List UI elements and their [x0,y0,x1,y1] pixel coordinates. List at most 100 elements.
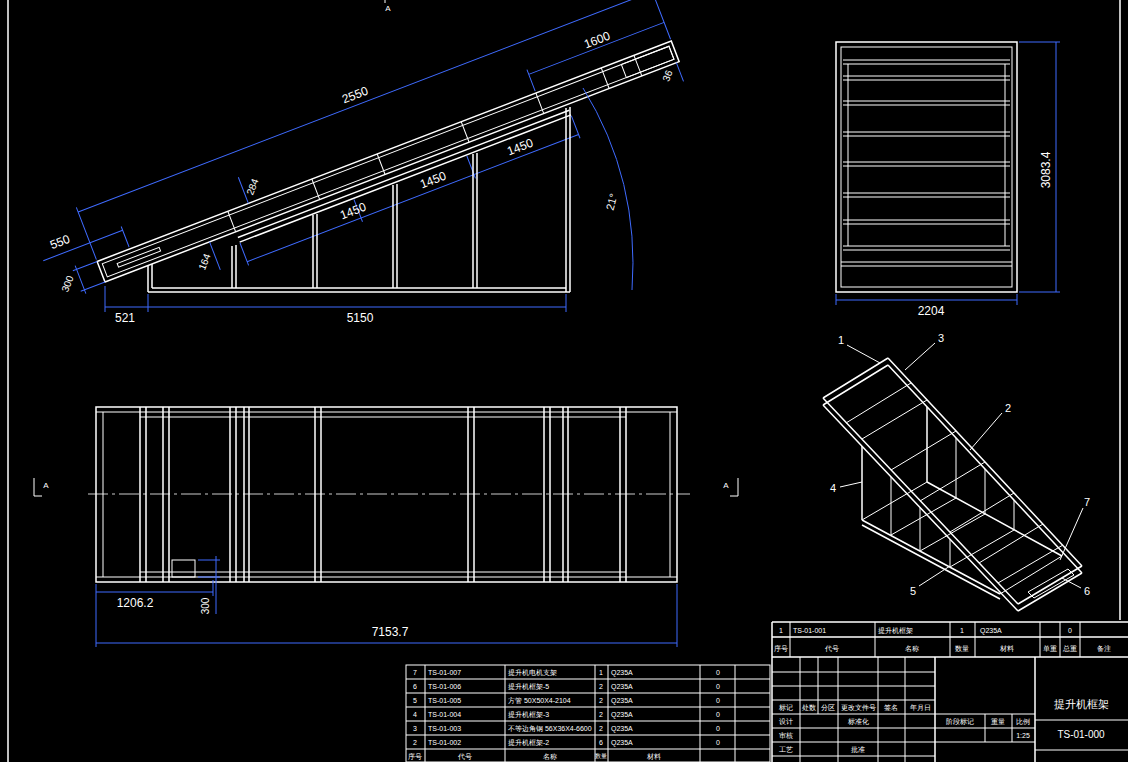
table-cell: 名称 [543,753,557,760]
callout-number: 6 [1084,586,1090,597]
table-cell: 审核 [779,732,793,739]
table-cell: Q235A [980,627,1002,634]
dimension-text: 5150 [347,312,374,324]
table-cell: TS-01-001 [793,627,826,634]
parts-list-table [406,665,770,762]
table-cell: 提升机框架-2 [508,739,549,746]
callout-number: 5 [910,586,916,597]
dimension-text: 164 [197,252,212,271]
table-cell: 材料 [1000,645,1014,652]
callout-number: 1 [838,335,844,346]
table-cell: 数量 [595,753,607,759]
side-view-beam [30,0,692,334]
dimension-text: 7153.7 [372,626,409,638]
table-cell: TS-01-007 [428,669,461,676]
table-cell: 0 [716,697,720,704]
section-mark: A [723,482,728,490]
callout-leaders [840,343,1083,588]
table-cell: 提升机框架 [1054,699,1109,710]
dimension-text: 284 [245,177,260,196]
table-cell: 0 [716,725,720,732]
table-cell: 设计 [779,718,793,725]
title-block [772,622,1128,762]
table-cell: 2 [599,725,603,732]
table-cell: 2 [413,739,417,746]
table-cell: 5 [413,697,417,704]
table-cell: 更改文件号 [841,704,876,711]
table-cell: 1:25 [1016,732,1030,739]
table-cell: 不等边角钢 56X36X4-6600 [508,725,592,732]
table-cell: 7 [413,669,417,676]
table-cell: 提升机框架-5 [508,683,549,690]
table-cell: 0 [716,711,720,718]
side-view-support [148,107,570,292]
dimension-text: 1450 [338,201,367,222]
table-cell: 1 [960,627,964,634]
dimension-text: 21° [605,193,620,212]
table-cell: 批准 [851,746,865,753]
section-mark: A [43,482,48,490]
dimension-text: 2550 [340,85,369,106]
table-cell: 分区 [821,704,835,711]
table-cell: Q235A [611,711,633,718]
table-cell: 年月日 [910,704,931,711]
table-cell: 代号 [825,645,839,652]
table-cell: Q235A [611,669,633,676]
table-cell: 代号 [458,753,472,760]
isometric-view [823,358,1082,611]
table-cell: 名称 [905,645,919,652]
table-cell: Q235A [611,683,633,690]
callout-number: 4 [830,483,836,494]
dimension-lines [30,0,692,334]
table-cell: 提升机框架 [878,627,913,634]
plan-view-dimensions [96,556,677,647]
dimension-text: 1450 [505,137,534,158]
dimension-text: 300 [201,598,211,615]
table-cell: 签名 [884,704,898,711]
table-cell: 0 [716,669,720,676]
table-cell: 单重 [1043,645,1057,652]
callout-number: 3 [938,333,944,344]
table-cell: TS-01-003 [428,725,461,732]
table-cell: 阶段标记 [946,718,974,725]
table-cell: 3 [413,725,417,732]
table-cell: 标记 [779,704,793,711]
table-cell: TS-01-000 [1057,730,1104,740]
plan-view [34,0,738,582]
table-cell: 2 [599,711,603,718]
table-cell: Q235A [611,725,633,732]
side-view-dimensions [105,88,633,312]
table-cell: 1 [599,669,603,676]
front-view-dimensions [836,42,1060,305]
table-cell: 标准化 [848,718,869,725]
table-cell: Q235A [611,697,633,704]
front-view [836,42,1017,292]
table-cell: TS-01-005 [428,697,461,704]
table-cell: 4 [413,711,417,718]
table-cell: Q235A [611,739,633,746]
section-mark: A [385,5,390,13]
table-cell: 6 [599,739,603,746]
table-cell: 6 [413,683,417,690]
table-cell: 工艺 [779,746,793,753]
callout-number: 2 [1005,403,1011,414]
table-cell: 数量 [955,645,969,652]
table-cell: 方管 50X50X4-2104 [508,697,571,704]
sheet-border [8,0,1120,762]
table-cell: 1 [779,627,783,634]
dimension-text: 3083.4 [1040,152,1052,189]
dimension-text: 1206.2 [117,597,154,609]
table-cell: TS-01-006 [428,683,461,690]
table-cell: TS-01-004 [428,711,461,718]
dimension-text: 36 [661,69,674,83]
table-cell: 提升机框架-3 [508,711,549,718]
table-cell: 总重 [1063,645,1077,652]
table-cell: 比例 [1016,718,1030,725]
dimension-text: 1600 [582,30,611,51]
dimension-text: 300 [60,274,75,293]
table-cell: 0 [716,683,720,690]
table-cell: 处数 [802,704,816,711]
callout-number: 7 [1084,497,1090,508]
dimension-text: 2204 [918,305,945,317]
